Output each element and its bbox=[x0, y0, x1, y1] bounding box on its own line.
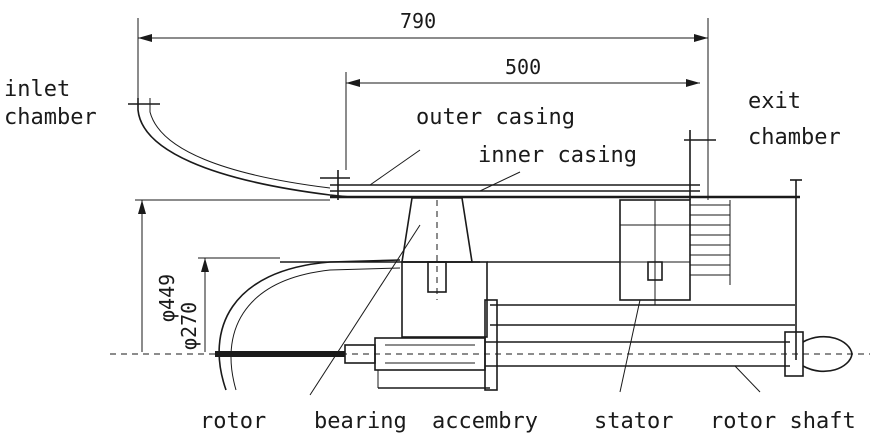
dimension-790: 790 bbox=[137, 9, 709, 200]
arrowhead-phi270 bbox=[201, 258, 209, 272]
frame-block bbox=[401, 261, 488, 338]
label-rotor: rotor bbox=[200, 409, 266, 434]
label-chamber-inlet: chamber bbox=[4, 105, 97, 130]
dimension-phi270: φ270 bbox=[177, 257, 280, 352]
label-bearing: bearing bbox=[314, 409, 407, 434]
dimension-label-500: 500 bbox=[505, 55, 541, 79]
bearing-housing-shape bbox=[401, 197, 473, 263]
leader-outer-casing bbox=[369, 149, 421, 186]
dimension-phi449: φ449 bbox=[135, 199, 330, 352]
dimension-label-790: 790 bbox=[400, 9, 436, 33]
leader-inner-casing bbox=[479, 171, 521, 192]
inlet-wall-outer bbox=[137, 98, 351, 198]
label-exit: exit bbox=[748, 89, 801, 114]
label-rotor-shaft: rotor shaft bbox=[710, 409, 856, 434]
rotor-inlet-outer bbox=[218, 259, 401, 391]
dimension-label-phi270: φ270 bbox=[177, 302, 201, 350]
label-outer-casing: outer casing bbox=[416, 105, 575, 130]
rotor-spindle bbox=[215, 351, 345, 357]
label-accembry: accembry bbox=[432, 409, 538, 434]
arrowhead-left bbox=[138, 34, 152, 42]
label-chamber-exit: chamber bbox=[748, 125, 841, 150]
stator-block bbox=[619, 199, 691, 305]
inlet-wall-inner bbox=[149, 98, 331, 189]
bearing-housing bbox=[309, 197, 473, 396]
stator-vanes bbox=[690, 200, 731, 285]
label-inner-casing: inner casing bbox=[478, 143, 637, 168]
arrowhead-500-right bbox=[686, 79, 700, 87]
end-bearing bbox=[784, 331, 804, 377]
inlet-chamber-wall bbox=[128, 98, 351, 198]
labels: inlet chamber exit chamber outer casing … bbox=[4, 77, 856, 434]
label-inlet: inlet bbox=[4, 77, 70, 102]
arrowhead-phi449 bbox=[138, 200, 146, 214]
leader-rotor-shaft bbox=[734, 365, 761, 393]
rotor-shaft-assembly bbox=[110, 299, 870, 393]
leader-rotor bbox=[309, 224, 421, 396]
casing-assembly bbox=[320, 130, 800, 200]
arrowhead-500-left bbox=[346, 79, 360, 87]
leader-stator bbox=[619, 299, 641, 393]
label-stator: stator bbox=[594, 409, 673, 434]
arrowhead-right bbox=[694, 34, 708, 42]
shaft-coupling bbox=[802, 335, 853, 373]
bearing-sleeve bbox=[374, 337, 486, 371]
dimension-label-phi449: φ449 bbox=[155, 274, 179, 322]
shaft-nut bbox=[344, 344, 376, 364]
rotor-inlet-inner bbox=[230, 267, 401, 391]
dimension-500: 500 bbox=[345, 55, 700, 170]
exit-chamber bbox=[690, 179, 802, 360]
